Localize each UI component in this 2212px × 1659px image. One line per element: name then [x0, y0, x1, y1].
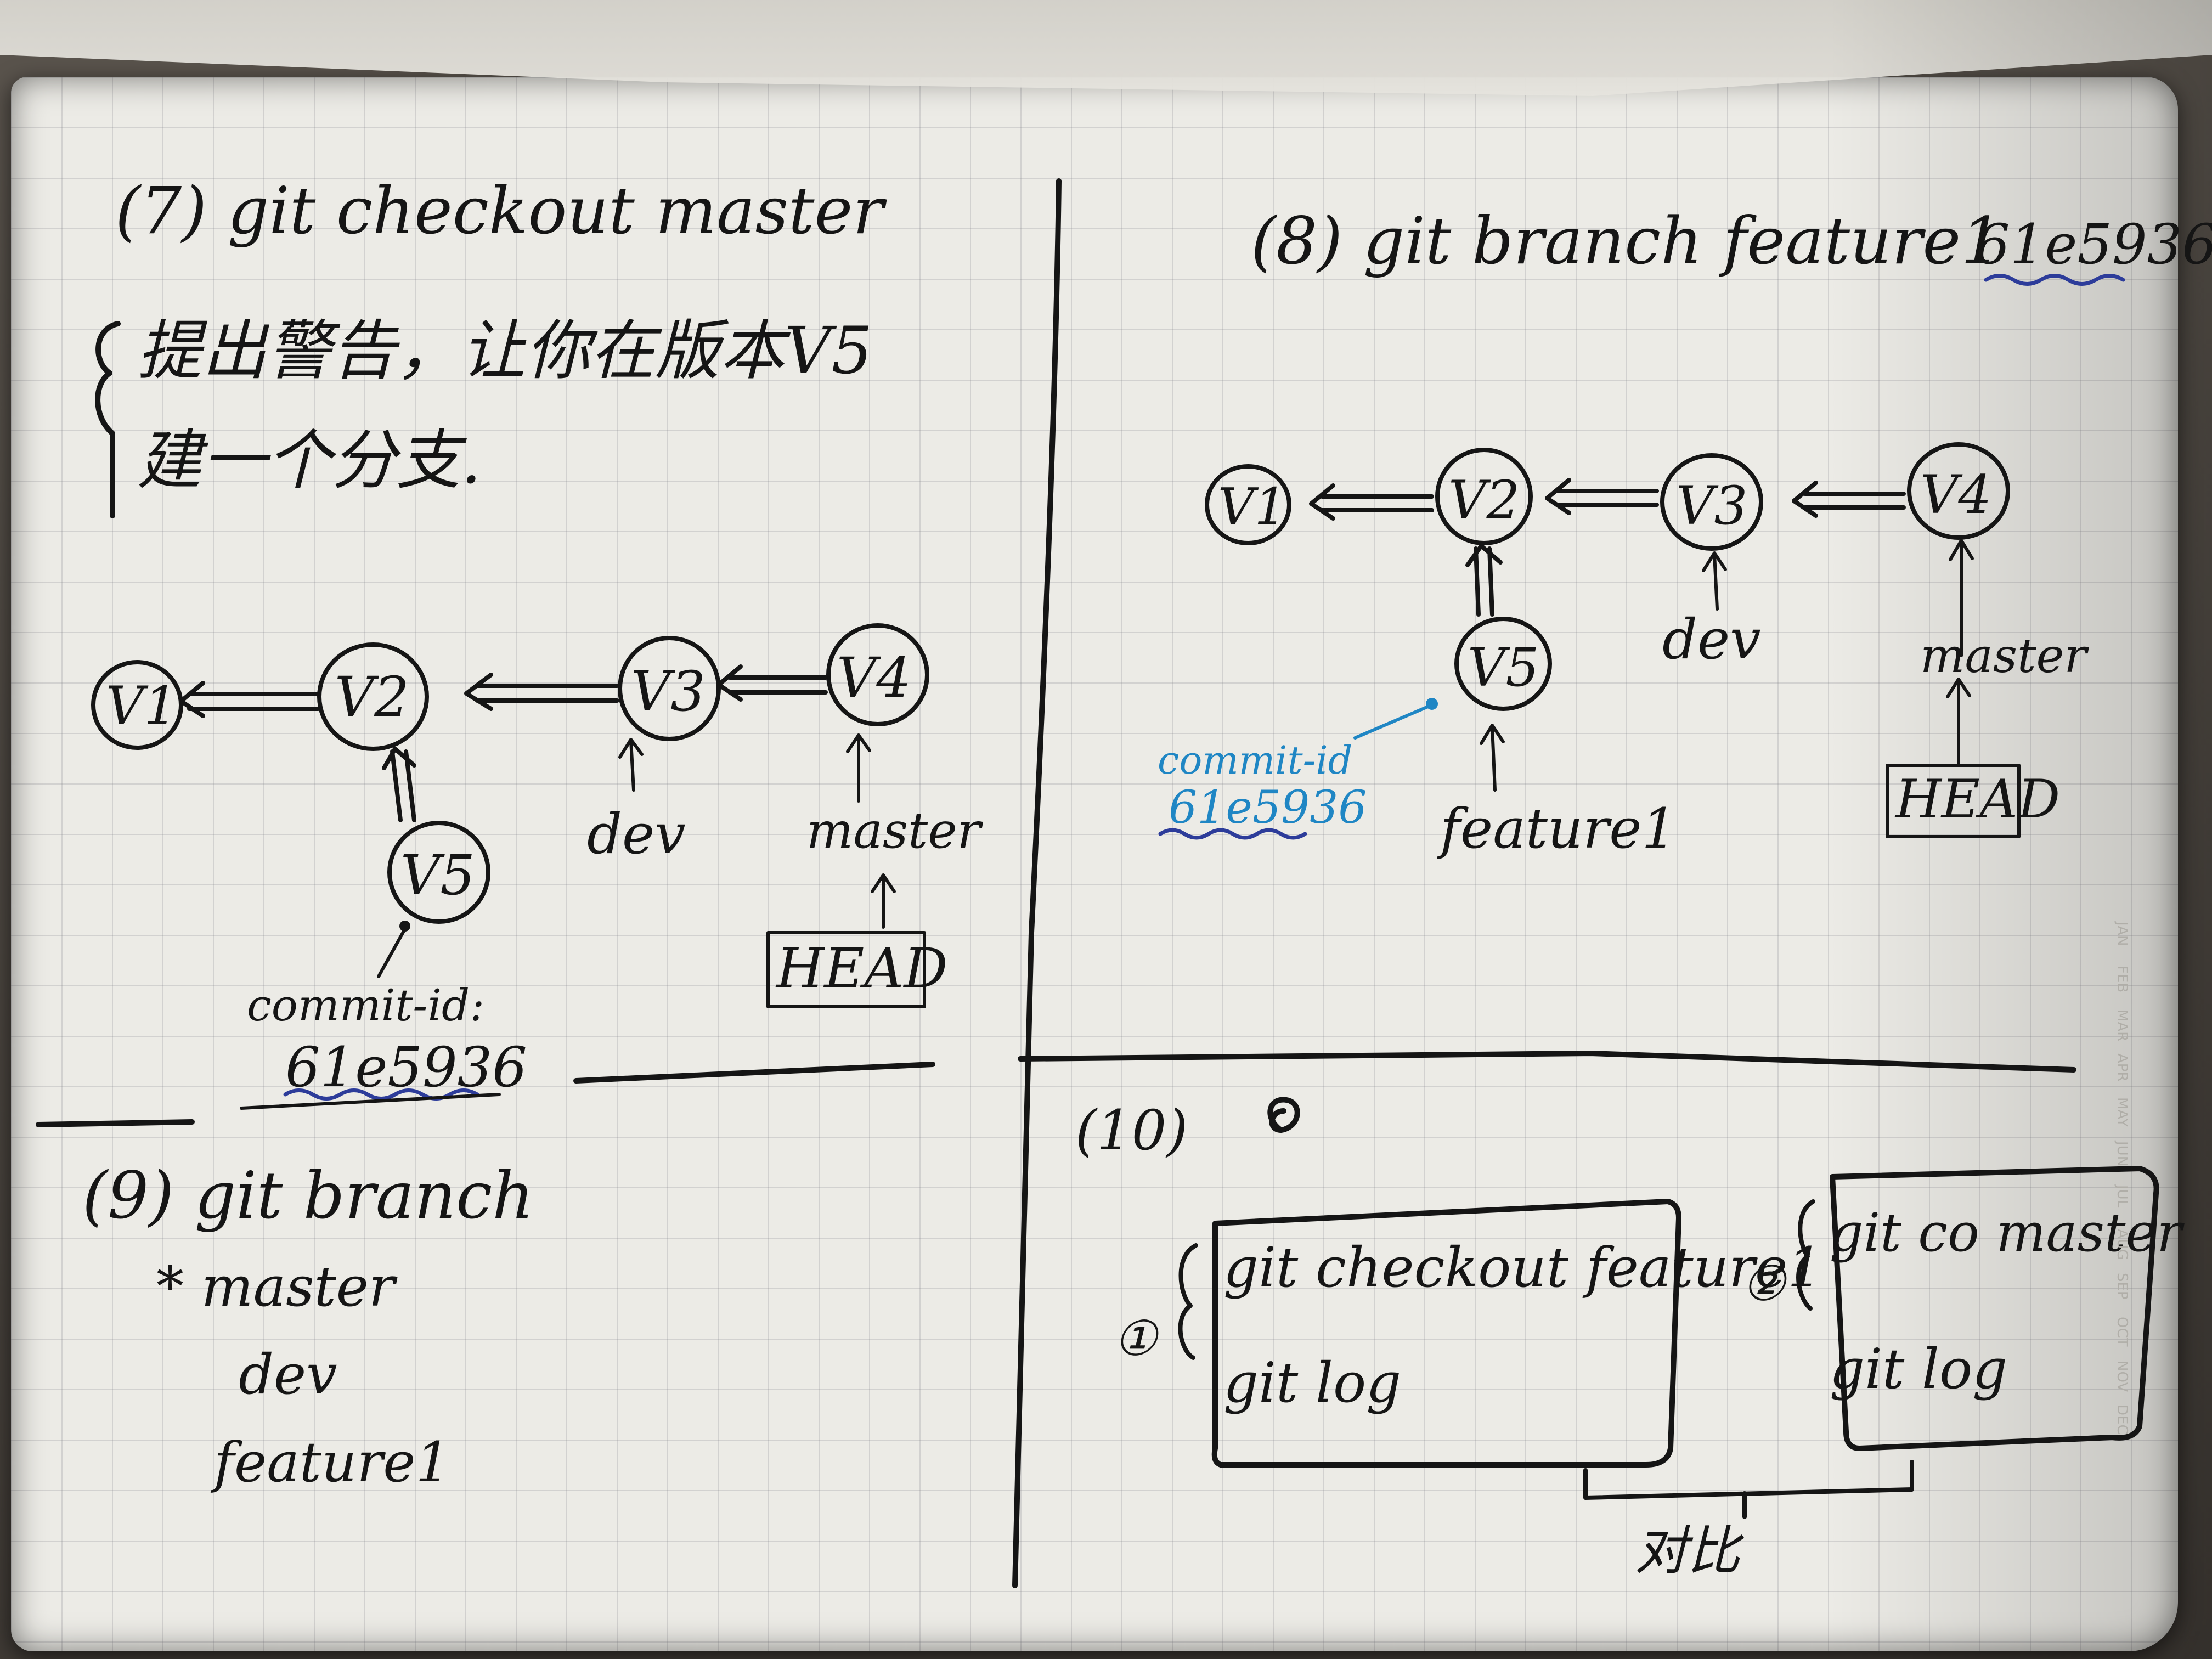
graph8-commit-hash: 61e5936	[1169, 782, 1367, 834]
section7-note-line2: 建一个分支.	[137, 422, 482, 498]
graph7-node-v2: V2	[317, 642, 429, 751]
section10-box2-brace	[1796, 1199, 1815, 1311]
section8-title: (8) git branch feature1	[1251, 203, 2002, 279]
svg-text:V3: V3	[631, 659, 706, 724]
svg-text:V2: V2	[335, 665, 409, 729]
svg-text:JUL: JUL	[2114, 1184, 2130, 1208]
graph8-node-v1: V1	[1205, 464, 1291, 545]
svg-text:HEAD: HEAD	[1894, 769, 2060, 830]
section10-scribble	[1267, 1097, 1300, 1133]
graph7-commit-label: commit-id:	[247, 980, 484, 1031]
svg-text:OCT: OCT	[2114, 1317, 2130, 1347]
graph8-node-v4: V4	[1907, 442, 2010, 540]
section10-box2-line2: git log	[1830, 1337, 2007, 1401]
graph7-dev-label: dev	[587, 802, 686, 866]
graph8-commit-pointer	[1353, 703, 1434, 740]
graph8-feature-label: feature1	[1436, 797, 1677, 861]
svg-text:FEB: FEB	[2114, 966, 2130, 992]
svg-text:SEP: SEP	[2114, 1273, 2130, 1300]
graph8-commit-label: commit-id	[1158, 738, 1352, 783]
svg-text:V1: V1	[106, 675, 177, 737]
graph8-dev-label: dev	[1662, 607, 1761, 672]
section9-title: (9) git branch	[82, 1158, 534, 1233]
graph8-arrows	[1309, 478, 1906, 617]
section10-box2-marker: ②	[1742, 1255, 1787, 1312]
section10-box2-line1: git co master	[1830, 1202, 2185, 1263]
graph8-master-label: master	[1920, 629, 2089, 684]
graph8-pointers	[1480, 539, 1974, 792]
svg-text:NOV: NOV	[2114, 1361, 2130, 1392]
svg-text:HEAD: HEAD	[775, 936, 948, 1001]
svg-text:V4: V4	[837, 646, 911, 710]
section10-box1-brace	[1178, 1243, 1198, 1360]
section7-brace	[95, 321, 121, 518]
graph8-node-v3: V3	[1660, 453, 1763, 551]
graph8-commit-dot	[1426, 698, 1438, 710]
svg-text:V1: V1	[1218, 477, 1286, 536]
notebook-page	[11, 77, 2178, 1651]
margin-calendar: JAN FEB MAR APR MAY JUN JUL AUG SEP OCT …	[2114, 921, 2130, 1435]
horizontal-divider	[36, 1051, 2076, 1127]
graph8-node-v5: V5	[1454, 617, 1552, 711]
graph7-pointers	[377, 733, 896, 978]
svg-text:JUN: JUN	[2114, 1140, 2130, 1166]
svg-text:DEC: DEC	[2114, 1404, 2130, 1435]
svg-text:AUG: AUG	[2114, 1229, 2130, 1260]
section10-box1-marker: ①	[1114, 1310, 1159, 1367]
svg-text:MAY: MAY	[2114, 1097, 2130, 1127]
graph7-hash-rule	[240, 1093, 501, 1110]
section10-title: (10)	[1075, 1098, 1188, 1163]
graph7-commit-dot	[399, 921, 410, 932]
section7-note-line1: 提出警告，让你在版本V5	[137, 313, 872, 388]
graph7-head-box: HEAD	[766, 931, 948, 1008]
graph7-node-v4: V4	[826, 623, 929, 726]
section7-title: (7) git checkout master	[115, 173, 887, 249]
graph8-hash-underline	[1158, 828, 1307, 840]
graph8-head-box: HEAD	[1886, 764, 2060, 838]
section9-branch-dev: dev	[239, 1342, 337, 1407]
section9-branch-master: * master	[156, 1255, 398, 1319]
section10-box1	[1211, 1199, 1681, 1468]
graph7-master-label: master	[806, 802, 984, 860]
vertical-divider	[1012, 178, 1062, 1588]
graph7-node-v5: V5	[387, 821, 490, 924]
graph7-arrows	[179, 664, 828, 822]
section10-box1-line2: git log	[1223, 1351, 1401, 1415]
section10-compare-bracket	[1583, 1460, 1914, 1519]
svg-text:JAN: JAN	[2114, 921, 2130, 946]
graph7-node-v3: V3	[618, 636, 721, 741]
graph8-node-v2: V2	[1435, 448, 1533, 545]
svg-text:V4: V4	[1920, 464, 1991, 526]
section10-compare-label: 对比	[1635, 1520, 1745, 1582]
section8-hash-underline	[1984, 274, 2125, 286]
graph7-node-v1: V1	[91, 660, 183, 750]
section10-box2	[1830, 1166, 2159, 1451]
svg-text:APR: APR	[2114, 1053, 2130, 1082]
svg-text:V5: V5	[1468, 637, 1539, 698]
svg-text:V2: V2	[1448, 470, 1520, 531]
section9-branch-feature: feature1	[210, 1430, 450, 1494]
svg-text:V3: V3	[1676, 475, 1747, 537]
svg-text:MAR: MAR	[2114, 1009, 2130, 1041]
section8-hash: 61e5936	[1975, 212, 2212, 276]
svg-text:V5: V5	[400, 843, 475, 907]
section10-box1-line1: git checkout feature1	[1223, 1235, 1822, 1300]
